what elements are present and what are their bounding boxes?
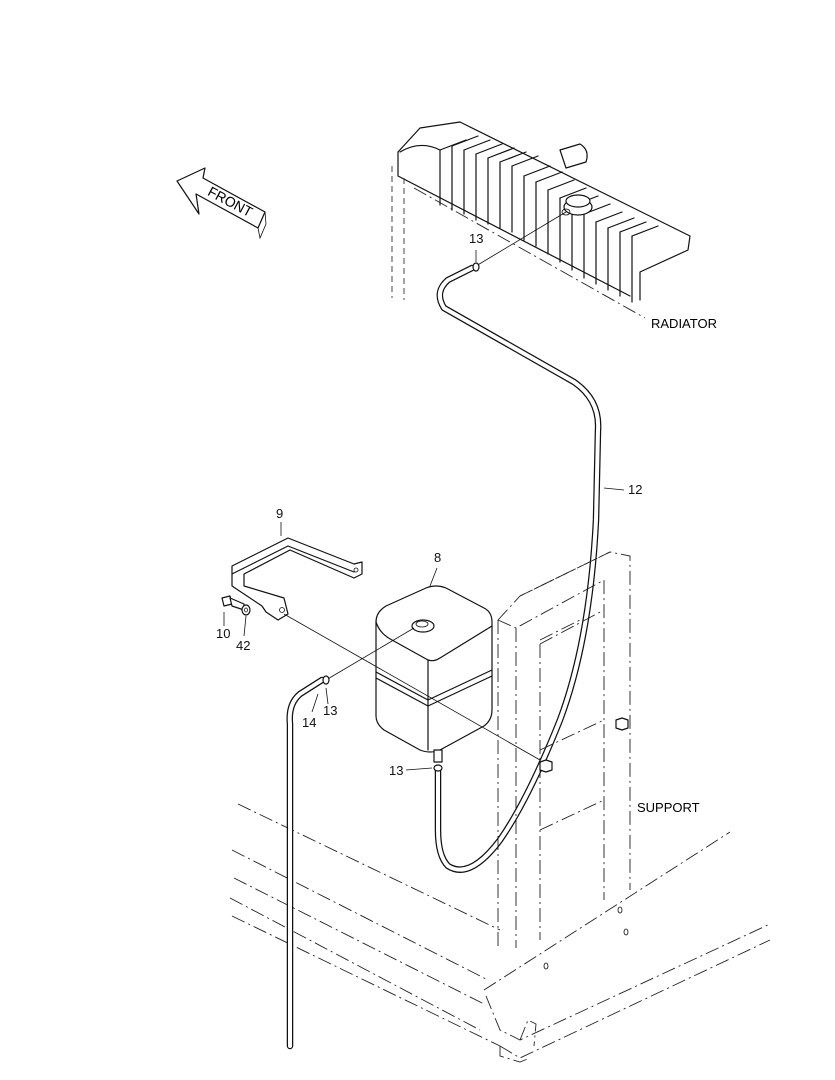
radiator	[391, 121, 691, 319]
callout-10: 10	[216, 626, 231, 641]
hose-clamp-mid	[322, 675, 330, 685]
reservoir-tank	[375, 585, 493, 772]
callout-14: 14	[302, 715, 317, 730]
drain-hose-14	[286, 627, 415, 1050]
mounting-bracket	[231, 537, 541, 761]
radiator-label: RADIATOR	[651, 316, 717, 331]
front-arrow: FRONT	[176, 167, 267, 240]
callout-12: 12	[628, 482, 643, 497]
bolt-and-washer	[221, 595, 251, 616]
callout-13-low: 13	[389, 763, 404, 778]
leader-lines	[223, 487, 625, 771]
callout-13-mid: 13	[323, 703, 338, 718]
callout-9: 9	[276, 506, 284, 521]
callout-8: 8	[434, 550, 442, 565]
support-label: SUPPORT	[637, 800, 700, 815]
base-frame	[229, 803, 771, 1063]
callout-13-top: 13	[469, 231, 484, 246]
overflow-hose-12	[434, 211, 602, 873]
callout-42: 42	[236, 638, 251, 653]
support-frame	[497, 551, 631, 950]
hose-clamp-top	[472, 262, 480, 272]
